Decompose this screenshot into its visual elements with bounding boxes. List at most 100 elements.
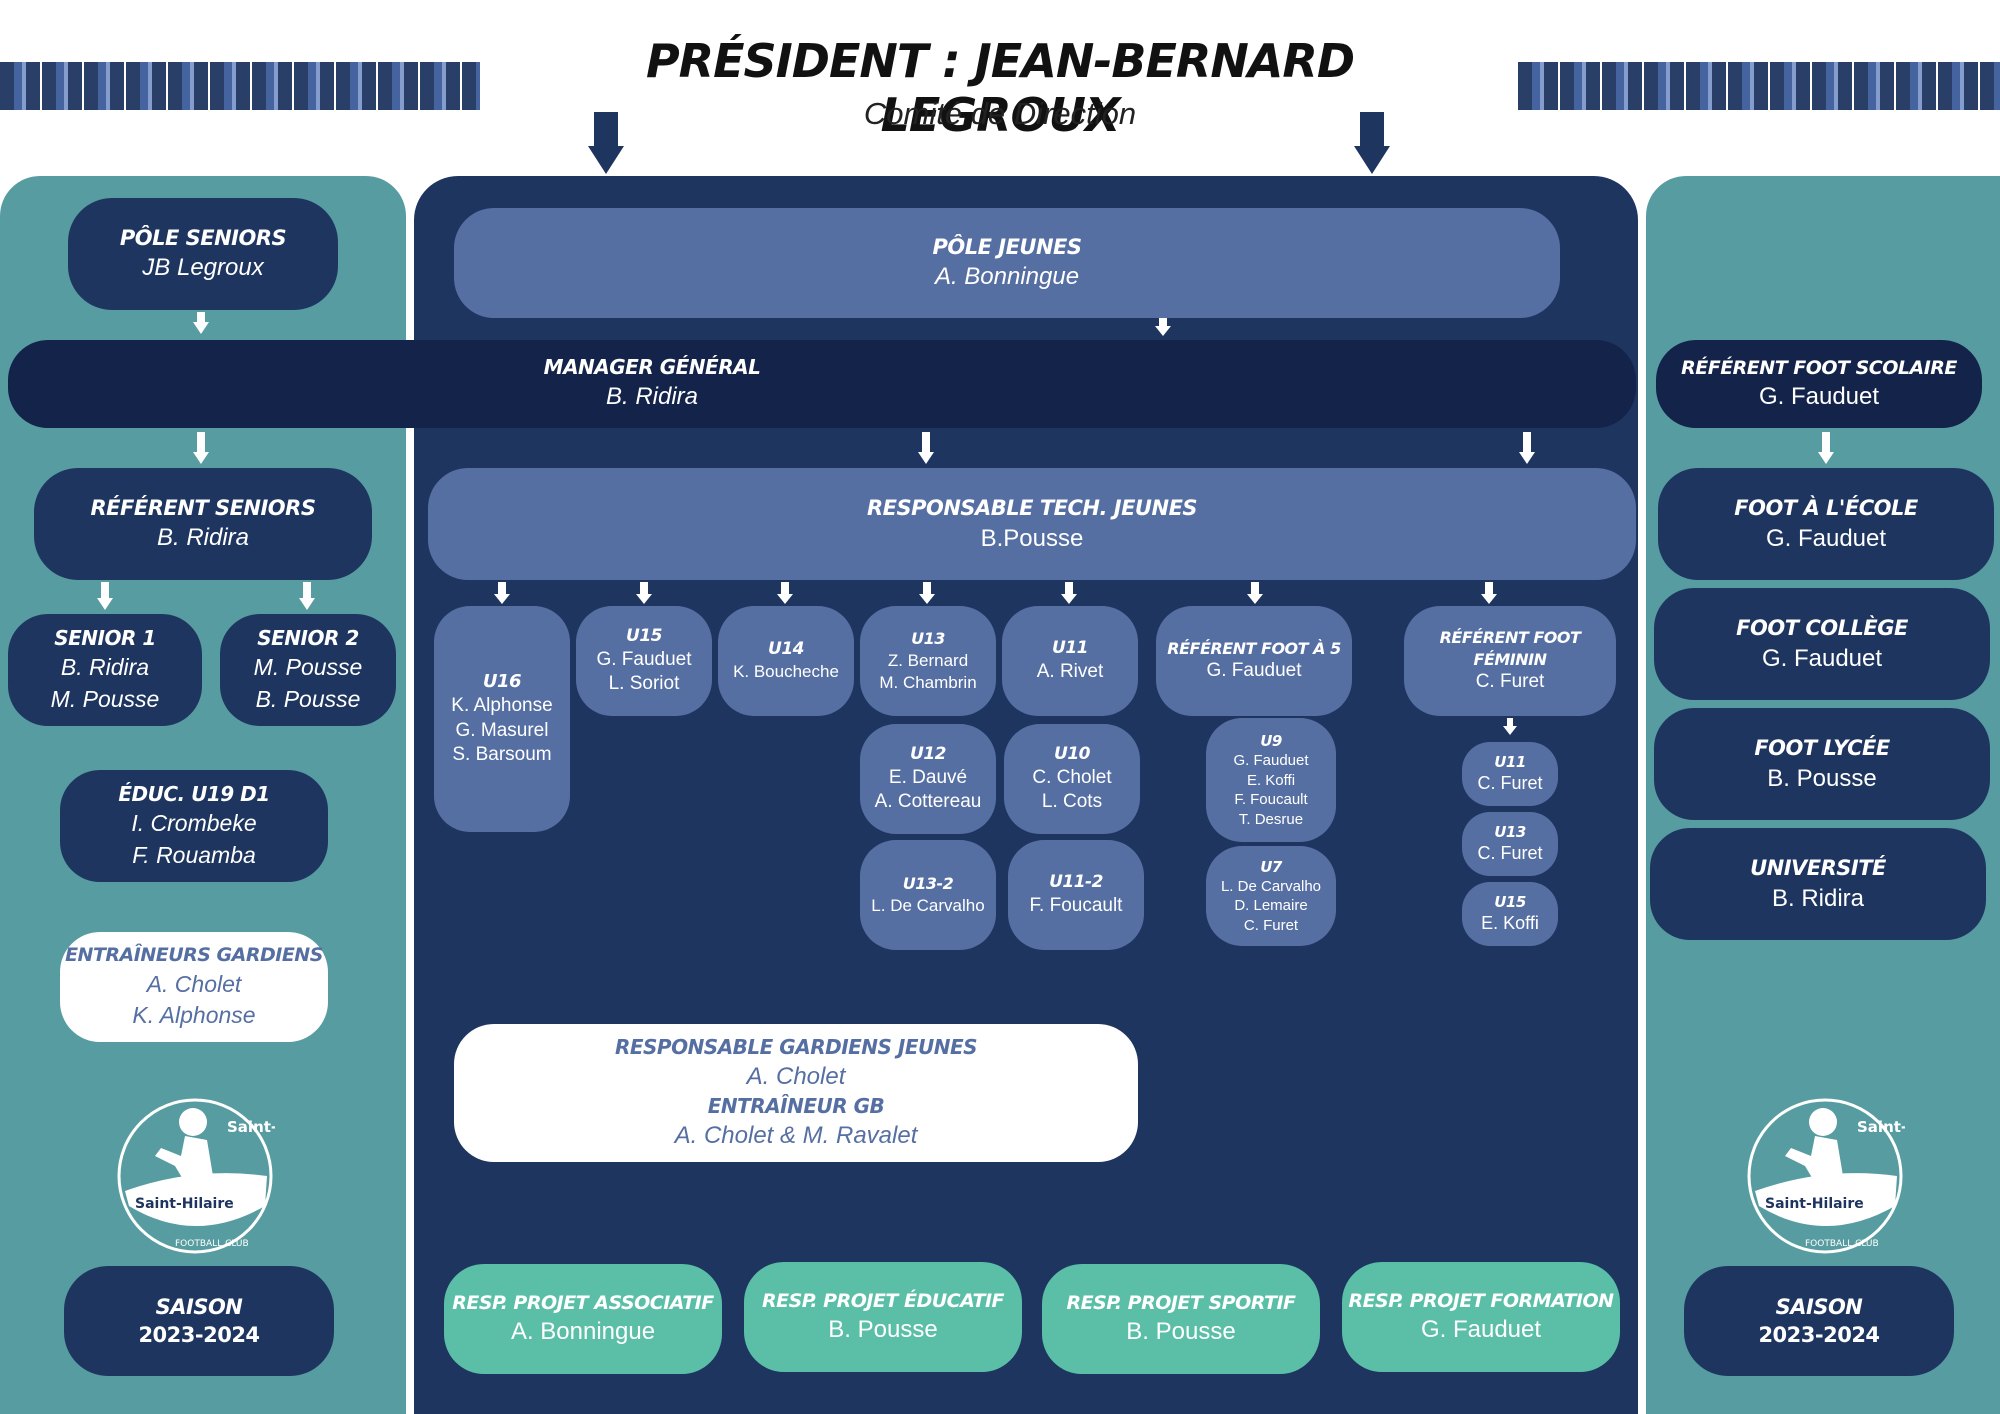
- box-saison-right: SAISON 2023-2024: [1684, 1266, 1954, 1376]
- title: ENTRAÎNEURS GARDIENS: [65, 944, 323, 967]
- name: G. Fauduet: [1206, 660, 1302, 682]
- box-responsable-gardiens-jeunes: RESPONSABLE GARDIENS JEUNES A. Cholet EN…: [454, 1024, 1138, 1162]
- title: SENIOR 2: [257, 626, 359, 651]
- title: ENTRAÎNEUR GB: [707, 1094, 885, 1118]
- box-responsable-tech-jeunes: RESPONSABLE TECH. JEUNES B.Pousse: [428, 468, 1636, 580]
- box-foot-college: FOOT COLLÈGE G. Fauduet: [1654, 588, 1990, 700]
- name: B. Ridira: [1771, 884, 1865, 912]
- arrow-down-head: [1155, 326, 1171, 336]
- box-universite: UNIVERSITÉ B. Ridira: [1650, 828, 1986, 940]
- arrow-down: [1159, 318, 1167, 326]
- name: L. De Carvalho: [871, 895, 985, 915]
- title: U13: [911, 629, 945, 649]
- title: UNIVERSITÉ: [1750, 856, 1886, 881]
- title: U7: [1260, 857, 1282, 876]
- box-u11-2: U11-2 F. Foucault: [1008, 840, 1144, 950]
- box-senior-2: SENIOR 2 M. Pousse B. Pousse: [220, 614, 396, 726]
- box-resp-projet-sportif: RESP. PROJET SPORTIF B. Pousse: [1042, 1264, 1320, 1374]
- name: M. Chambrin: [879, 672, 977, 692]
- arrow-title-right-head: [1354, 146, 1390, 174]
- logo-text: FOOTBALL CLUB: [175, 1239, 249, 1249]
- title: MANAGER GÉNÉRAL: [543, 355, 761, 380]
- name: JB Legroux: [142, 253, 264, 281]
- box-u16: U16 K. Alphonse G. Masurel S. Barsoum: [434, 606, 570, 832]
- page-subtitle: Comité de Direction: [863, 96, 1137, 131]
- club-logo-svg: Saint-Pryvé Saint-Hilaire FOOTBALL CLUB: [1747, 1098, 1955, 1254]
- name: E. Koffi: [1481, 913, 1539, 934]
- arrow-down: [1485, 582, 1493, 594]
- box-entraineurs-gardiens: ENTRAÎNEURS GARDIENS A. Cholet K. Alphon…: [60, 932, 328, 1042]
- name: E. Koffi: [1246, 771, 1296, 789]
- box-u9: U9 G. Fauduet E. Koffi F. Foucault T. De…: [1206, 718, 1336, 842]
- arrow-down: [640, 582, 648, 594]
- box-u13: U13 Z. Bernard M. Chambrin: [860, 606, 996, 716]
- title: U15: [626, 625, 662, 646]
- title: U14: [768, 639, 804, 660]
- box-u13-2: U13-2 L. De Carvalho: [860, 840, 996, 950]
- box-foot-a-l-ecole: FOOT À L'ÉCOLE G. Fauduet: [1658, 468, 1994, 580]
- title: PÔLE SENIORS: [119, 225, 287, 250]
- title: RÉFÉRENT FOOT FÉMININ: [1439, 628, 1581, 669]
- arrow-down: [781, 582, 789, 594]
- title: FOOT COLLÈGE: [1736, 616, 1908, 641]
- box-feminin-u15: U15 E. Koffi: [1462, 882, 1558, 946]
- arrow-title-right: [1360, 112, 1384, 146]
- box-referent-foot-feminin: RÉFÉRENT FOOT FÉMININ C. Furet: [1404, 606, 1616, 716]
- name: B. Ridira: [605, 383, 699, 411]
- title: PÔLE JEUNES: [932, 234, 1082, 259]
- box-referent-foot-a-5: RÉFÉRENT FOOT À 5 G. Fauduet: [1156, 606, 1352, 716]
- club-logo-svg: Saint-Pryvé Saint-Hilaire FOOTBALL CLUB: [117, 1098, 325, 1254]
- box-u12: U12 E. Dauvé A. Cottereau: [860, 724, 996, 834]
- name: C. Furet: [1477, 773, 1543, 794]
- arrow-down: [923, 582, 931, 594]
- box-feminin-u11: U11 C. Furet: [1462, 742, 1558, 806]
- box-manager-general: MANAGER GÉNÉRAL B. Ridira: [8, 340, 1636, 428]
- title: U10: [1054, 743, 1090, 764]
- title: SAISON: [155, 1294, 243, 1319]
- title: RESP. PROJET ÉDUCATIF: [761, 1289, 1005, 1312]
- name: G. Fauduet: [1420, 1316, 1542, 1344]
- logo-text: FOOTBALL CLUB: [1805, 1239, 1879, 1249]
- name: C. Furet: [1243, 916, 1299, 934]
- box-saison-left: SAISON 2023-2024: [64, 1266, 334, 1376]
- name: F. Foucault: [1234, 791, 1308, 809]
- title: RESP. PROJET SPORTIF: [1066, 1291, 1296, 1314]
- arrow-down: [1822, 432, 1830, 452]
- name: A. Rivet: [1036, 661, 1104, 683]
- name: B. Pousse: [828, 1316, 938, 1344]
- arrow-down-head: [1061, 594, 1077, 604]
- arrow-down-head: [1503, 726, 1517, 735]
- arrow-down-head: [1247, 594, 1263, 604]
- logo-text: Saint-Hilaire: [1765, 1196, 1864, 1212]
- name: L. De Carvalho: [1220, 877, 1322, 895]
- title: FOOT LYCÉE: [1754, 736, 1890, 761]
- name: B. Pousse: [1767, 764, 1877, 792]
- arrow-down-head: [494, 594, 510, 604]
- name: E. Dauvé: [888, 766, 968, 788]
- box-u7: U7 L. De Carvalho D. Lemaire C. Furet: [1206, 846, 1336, 946]
- banner-left: [0, 62, 480, 110]
- title: U15: [1494, 893, 1526, 912]
- name: A. Cholet: [746, 1062, 846, 1090]
- title: RESPONSABLE TECH. JEUNES: [866, 496, 1198, 521]
- box-resp-projet-associatif: RESP. PROJET ASSOCIATIF A. Bonningue: [444, 1264, 722, 1374]
- arrow-down: [303, 582, 311, 598]
- arrow-down: [101, 582, 109, 598]
- name: S. Barsoum: [452, 744, 552, 766]
- name: D. Lemaire: [1234, 897, 1308, 915]
- arrow-down-head: [97, 598, 113, 610]
- box-referent-seniors: RÉFÉRENT SENIORS B. Ridira: [34, 468, 372, 580]
- name: M. Pousse: [253, 654, 363, 681]
- title: U11: [1494, 753, 1526, 772]
- name: A. Bonningue: [510, 1318, 656, 1346]
- arrow-down-head: [1818, 452, 1834, 464]
- year: 2023-2024: [138, 1323, 260, 1347]
- box-u15: U15 G. Fauduet L. Soriot: [576, 606, 712, 716]
- arrow-down-head: [1519, 452, 1535, 464]
- arrow-down-head: [299, 598, 315, 610]
- arrow-down: [922, 432, 930, 452]
- arrow-down-head: [193, 322, 209, 334]
- title: U12: [910, 743, 946, 764]
- title: ÉDUC. U19 D1: [118, 782, 270, 807]
- title: U9: [1260, 731, 1282, 750]
